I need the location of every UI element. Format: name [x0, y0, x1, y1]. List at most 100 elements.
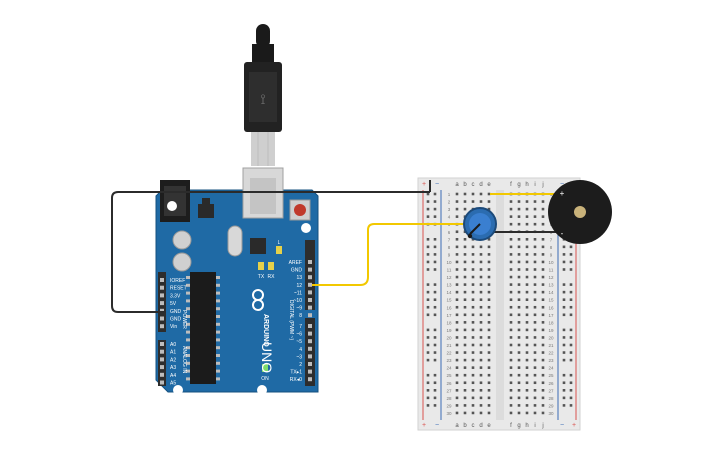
breadboard-hole[interactable]: [471, 351, 475, 354]
breadboard-hole[interactable]: [479, 351, 483, 354]
header-pin[interactable]: [308, 377, 312, 382]
breadboard-hole[interactable]: [533, 373, 537, 377]
rail-hole[interactable]: [433, 389, 437, 392]
rail-hole[interactable]: [433, 298, 437, 301]
breadboard-hole[interactable]: [525, 238, 529, 241]
breadboard-hole[interactable]: [487, 351, 491, 354]
breadboard-hole[interactable]: [517, 389, 521, 392]
breadboard-hole[interactable]: [487, 313, 491, 317]
rail-hole[interactable]: [562, 290, 566, 294]
breadboard-hole[interactable]: [463, 381, 467, 385]
breadboard-hole[interactable]: [525, 305, 529, 309]
breadboard-hole[interactable]: [471, 268, 475, 271]
rail-hole[interactable]: [562, 336, 566, 339]
breadboard-hole[interactable]: [463, 200, 467, 203]
breadboard-hole[interactable]: [525, 290, 529, 294]
breadboard-hole[interactable]: [509, 411, 513, 415]
breadboard-hole[interactable]: [525, 358, 529, 362]
rail-hole[interactable]: [426, 260, 430, 264]
breadboard-hole[interactable]: [525, 321, 529, 324]
breadboard-hole[interactable]: [509, 268, 513, 271]
breadboard-hole[interactable]: [541, 260, 545, 264]
breadboard-hole[interactable]: [509, 290, 513, 294]
breadboard-hole[interactable]: [479, 366, 483, 369]
header-pin[interactable]: [308, 339, 312, 344]
breadboard-hole[interactable]: [525, 343, 529, 347]
breadboard-hole[interactable]: [533, 366, 537, 369]
breadboard-hole[interactable]: [479, 313, 483, 317]
breadboard-hole[interactable]: [541, 321, 545, 324]
breadboard-hole[interactable]: [487, 192, 491, 196]
rail-hole[interactable]: [562, 351, 566, 354]
rail-hole[interactable]: [569, 373, 573, 377]
rail-hole[interactable]: [433, 328, 437, 332]
rail-hole[interactable]: [426, 389, 430, 392]
breadboard-hole[interactable]: [509, 343, 513, 347]
breadboard-hole[interactable]: [533, 275, 537, 279]
breadboard-hole[interactable]: [471, 192, 475, 196]
breadboard-hole[interactable]: [471, 313, 475, 317]
breadboard-hole[interactable]: [509, 313, 513, 317]
breadboard-hole[interactable]: [479, 411, 483, 415]
breadboard-hole[interactable]: [525, 351, 529, 354]
breadboard-hole[interactable]: [541, 215, 545, 218]
header-pin[interactable]: [308, 362, 312, 366]
breadboard-hole[interactable]: [455, 245, 459, 249]
breadboard-hole[interactable]: [525, 366, 529, 369]
breadboard-hole[interactable]: [517, 396, 521, 400]
breadboard-hole[interactable]: [455, 275, 459, 279]
breadboard-hole[interactable]: [533, 321, 537, 324]
breadboard-hole[interactable]: [525, 222, 529, 226]
breadboard-hole[interactable]: [455, 207, 459, 211]
breadboard-hole[interactable]: [487, 343, 491, 347]
breadboard-hole[interactable]: [525, 200, 529, 203]
breadboard-hole[interactable]: [463, 358, 467, 362]
breadboard-hole[interactable]: [541, 245, 545, 249]
breadboard-hole[interactable]: [517, 260, 521, 264]
breadboard-hole[interactable]: [487, 290, 491, 294]
breadboard-hole[interactable]: [471, 328, 475, 332]
breadboard-hole[interactable]: [525, 389, 529, 392]
breadboard-hole[interactable]: [509, 373, 513, 377]
breadboard-hole[interactable]: [525, 381, 529, 385]
rail-hole[interactable]: [433, 283, 437, 286]
breadboard-hole[interactable]: [479, 253, 483, 256]
breadboard-hole[interactable]: [509, 222, 513, 226]
breadboard-hole[interactable]: [479, 268, 483, 271]
breadboard-hole[interactable]: [479, 305, 483, 309]
breadboard-hole[interactable]: [533, 245, 537, 249]
rail-hole[interactable]: [562, 253, 566, 256]
breadboard-hole[interactable]: [463, 298, 467, 301]
breadboard-hole[interactable]: [463, 207, 467, 211]
breadboard-hole[interactable]: [479, 260, 483, 264]
breadboard-hole[interactable]: [479, 328, 483, 332]
rail-hole[interactable]: [426, 253, 430, 256]
breadboard-hole[interactable]: [463, 313, 467, 317]
breadboard-hole[interactable]: [463, 283, 467, 286]
breadboard-hole[interactable]: [517, 215, 521, 218]
breadboard-hole[interactable]: [517, 305, 521, 309]
breadboard-hole[interactable]: [517, 253, 521, 256]
breadboard-hole[interactable]: [541, 275, 545, 279]
breadboard-hole[interactable]: [509, 260, 513, 264]
breadboard-hole[interactable]: [525, 268, 529, 271]
breadboard-hole[interactable]: [463, 373, 467, 377]
rail-hole[interactable]: [426, 336, 430, 339]
breadboard-hole[interactable]: [533, 381, 537, 385]
rail-hole[interactable]: [433, 238, 437, 241]
breadboard-hole[interactable]: [455, 200, 459, 203]
breadboard-hole[interactable]: [533, 351, 537, 354]
breadboard-hole[interactable]: [525, 373, 529, 377]
breadboard-hole[interactable]: [479, 404, 483, 407]
breadboard-hole[interactable]: [517, 200, 521, 203]
breadboard-hole[interactable]: [525, 207, 529, 211]
breadboard-hole[interactable]: [509, 200, 513, 203]
header-pin[interactable]: [308, 369, 312, 374]
breadboard-hole[interactable]: [487, 328, 491, 332]
breadboard-hole[interactable]: [455, 328, 459, 332]
breadboard-hole[interactable]: [533, 328, 537, 332]
breadboard-hole[interactable]: [455, 253, 459, 256]
breadboard-hole[interactable]: [455, 313, 459, 317]
breadboard-hole[interactable]: [541, 313, 545, 317]
breadboard-hole[interactable]: [517, 321, 521, 324]
